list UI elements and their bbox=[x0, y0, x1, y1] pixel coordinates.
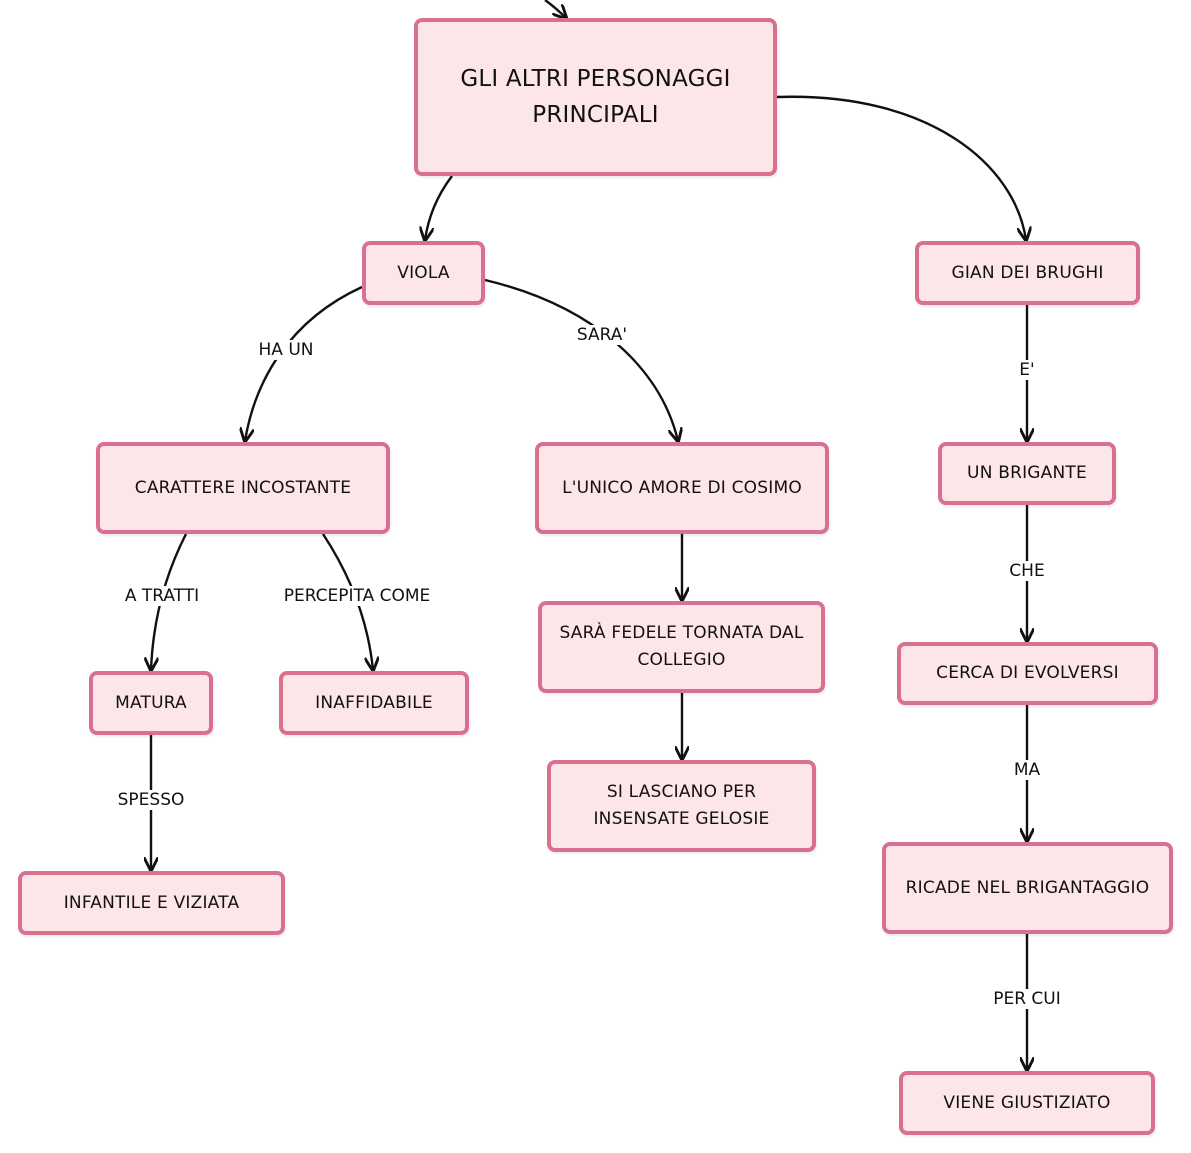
node-ricade-brigantaggio[interactable]: RICADE NEL BRIGANTAGGIO bbox=[882, 842, 1173, 934]
edge-label-ha-un: HA UN bbox=[257, 340, 315, 360]
edge-label-spesso: SPESSO bbox=[116, 790, 186, 810]
node-root[interactable]: GLI ALTRI PERSONAGGI PRINCIPALI bbox=[414, 18, 777, 176]
edge-label-che: CHE bbox=[1008, 561, 1046, 581]
node-viene-giustiziato[interactable]: VIENE GIUSTIZIATO bbox=[899, 1071, 1155, 1135]
edge-viola-unico-amore bbox=[484, 278, 678, 441]
edge-label-sara: SARA' bbox=[575, 325, 629, 345]
node-gian-dei-brughi[interactable]: GIAN DEI BRUGHI bbox=[915, 241, 1140, 305]
edge-root-gian bbox=[776, 95, 1026, 240]
node-cerca-di-evolversi[interactable]: CERCA DI EVOLVERSI bbox=[897, 642, 1158, 705]
node-fedele-collegio[interactable]: SARÀ FEDELE TORNATA DAL COLLEGIO bbox=[538, 601, 825, 693]
node-unico-amore[interactable]: L'UNICO AMORE DI COSIMO bbox=[535, 442, 829, 534]
edge-label-percepita-come: PERCEPITA COME bbox=[282, 586, 432, 606]
node-si-lasciano[interactable]: SI LASCIANO PER INSENSATE GELOSIE bbox=[547, 760, 816, 852]
edge-label-ma: MA bbox=[1012, 760, 1042, 780]
edge-viola-carattere bbox=[245, 285, 363, 441]
node-un-brigante[interactable]: UN BRIGANTE bbox=[938, 442, 1116, 505]
node-viola[interactable]: VIOLA bbox=[362, 241, 485, 305]
edge-root-viola bbox=[425, 175, 453, 240]
edge-label-e: E' bbox=[1018, 360, 1036, 380]
node-inaffidabile[interactable]: INAFFIDABILE bbox=[279, 671, 469, 735]
node-carattere-incostante[interactable]: CARATTERE INCOSTANTE bbox=[96, 442, 390, 534]
node-matura[interactable]: MATURA bbox=[89, 671, 213, 735]
edge-label-per-cui: PER CUI bbox=[992, 989, 1062, 1009]
edge-incoming-root bbox=[544, 0, 566, 18]
edge-label-a-tratti: A TRATTI bbox=[123, 586, 201, 606]
node-infantile-viziata[interactable]: INFANTILE E VIZIATA bbox=[18, 871, 285, 935]
